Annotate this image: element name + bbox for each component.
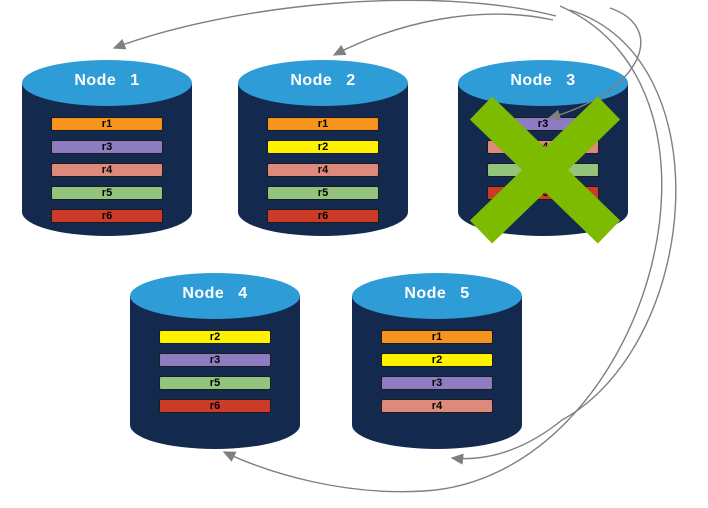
replica-bar-r5: r5 bbox=[267, 186, 379, 200]
node-3: Node 3 r3 r4 r5 r6 bbox=[458, 60, 628, 238]
node-1: Node 1 r1 r3 r4 r5 r6 bbox=[22, 60, 192, 238]
replica-bar-r6: r6 bbox=[487, 186, 599, 200]
node-2: Node 2 r1 r2 r4 r5 r6 bbox=[238, 60, 408, 238]
node-title: Node 1 bbox=[74, 72, 140, 89]
replica-bar-r6: r6 bbox=[51, 209, 163, 223]
replica-bar-r3: r3 bbox=[51, 140, 163, 154]
replica-bar-r1: r1 bbox=[51, 117, 163, 131]
replica-bars: r1 r2 r3 r4 bbox=[381, 330, 493, 422]
replica-bar-r4: r4 bbox=[267, 163, 379, 177]
arrow-to-node-1 bbox=[112, 0, 557, 50]
arrow-to-node-2 bbox=[332, 13, 554, 56]
replica-bar-r2: r2 bbox=[267, 140, 379, 154]
replica-bar-r3: r3 bbox=[487, 117, 599, 131]
replica-bars: r2 r3 r5 r6 bbox=[159, 330, 271, 422]
replica-bars: r1 r2 r4 r5 r6 bbox=[267, 117, 379, 232]
replica-bar-r5: r5 bbox=[51, 186, 163, 200]
replica-bar-r1: r1 bbox=[267, 117, 379, 131]
node-title: Node 4 bbox=[182, 285, 248, 302]
replica-bars: r3 r4 r5 r6 bbox=[487, 117, 599, 209]
cylinder-top bbox=[22, 60, 192, 106]
replica-bar-r6: r6 bbox=[159, 399, 271, 413]
replica-bar-r4: r4 bbox=[487, 140, 599, 154]
replica-bar-r4: r4 bbox=[51, 163, 163, 177]
replica-bar-r2: r2 bbox=[381, 353, 493, 367]
replica-bar-r1: r1 bbox=[381, 330, 493, 344]
replica-bar-r3: r3 bbox=[159, 353, 271, 367]
replica-bar-r4: r4 bbox=[381, 399, 493, 413]
replica-bar-r6: r6 bbox=[267, 209, 379, 223]
node-5: Node 5 r1 r2 r3 r4 bbox=[352, 273, 522, 451]
replica-bar-r3: r3 bbox=[381, 376, 493, 390]
replica-bars: r1 r3 r4 r5 r6 bbox=[51, 117, 163, 232]
node-4: Node 4 r2 r3 r5 r6 bbox=[130, 273, 300, 451]
replica-bar-r5: r5 bbox=[159, 376, 271, 390]
replica-bar-r5: r5 bbox=[487, 163, 599, 177]
replica-bar-r2: r2 bbox=[159, 330, 271, 344]
node-title: Node 2 bbox=[290, 72, 356, 89]
node-title: Node 5 bbox=[404, 285, 470, 302]
node-title: Node 3 bbox=[510, 72, 576, 89]
